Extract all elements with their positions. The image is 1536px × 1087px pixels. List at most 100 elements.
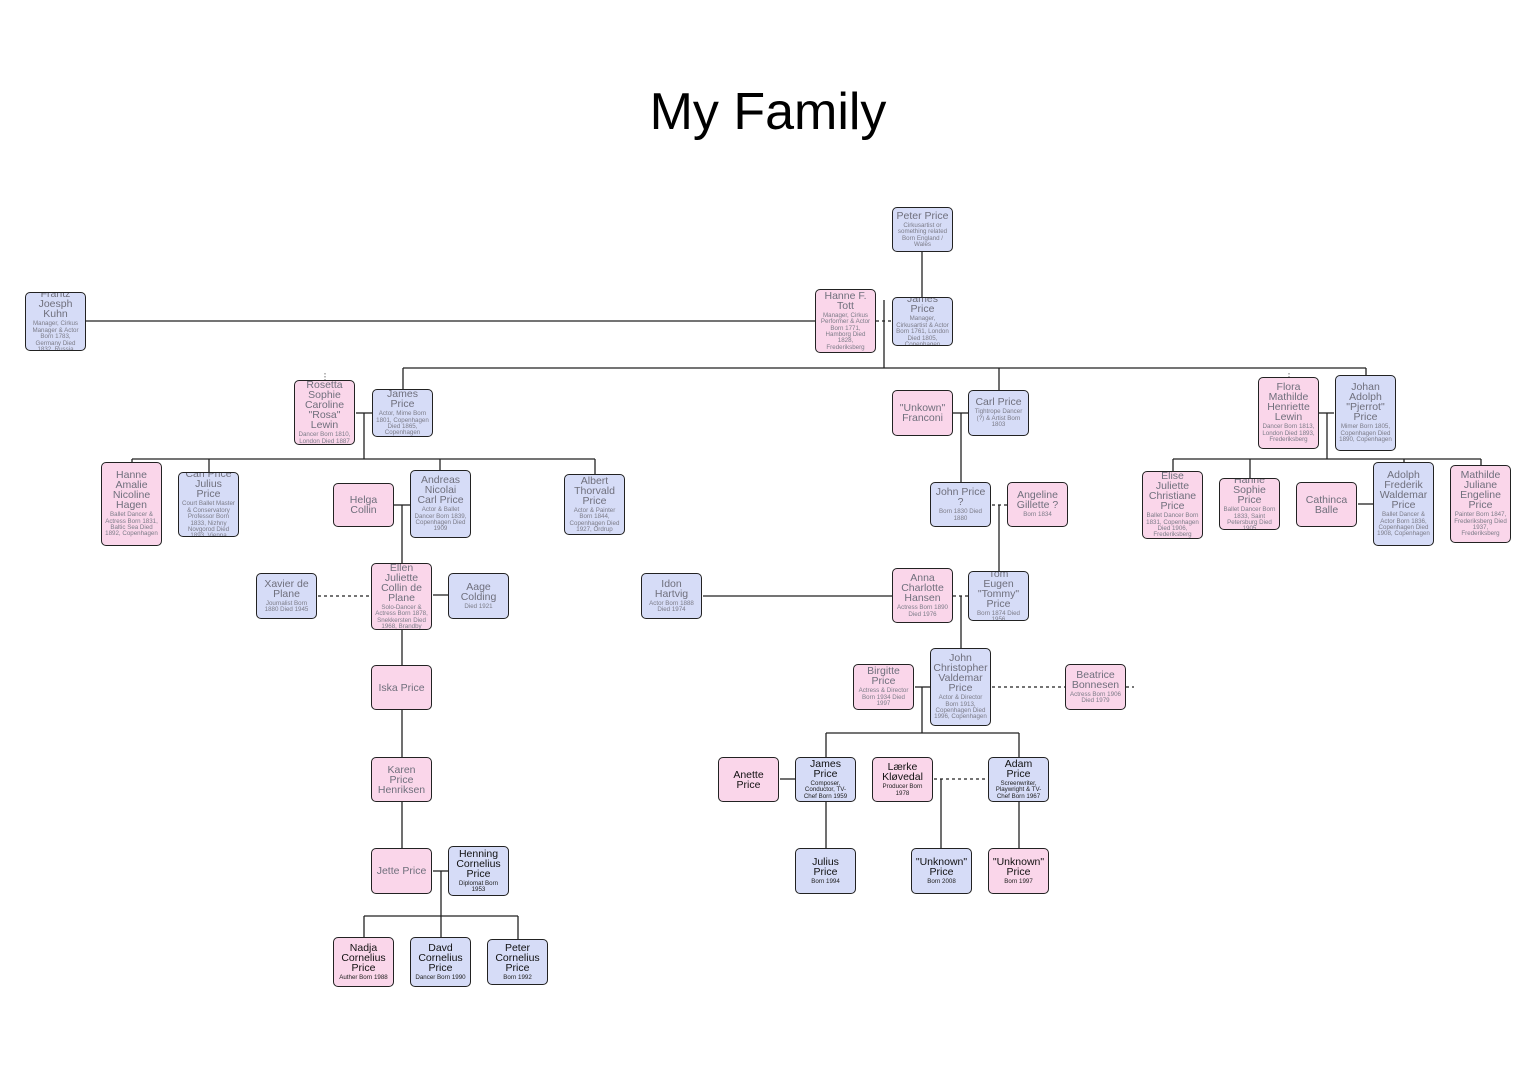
person-name: Cathinca Balle [1305,493,1348,516]
person-name: Iska Price [378,681,425,694]
person-name: Angeline Gillette ? [1016,489,1059,512]
person-name: Peter Cornelius Price [495,941,540,974]
person-details: Born 1874 Died 1956 [977,609,1020,621]
person-name: Idon Hartvig [654,577,689,600]
person-details: Auther Born 1988 [339,973,388,981]
person-details: Tightrope Dancer (?) & Artist Born 1803 [974,408,1023,429]
person-details: Manager, Cirkusartist & Actor Born 1761,… [896,315,949,346]
person-name: James Price [810,757,841,780]
person-details: Born 1830 Died 1880 [939,508,982,522]
person-name: Nadja Cornelius Price [341,941,386,974]
person-box-karen: Karen Price Henriksen [371,757,432,802]
person-details: Actor, Mime Born 1801, Copenhagen Died 1… [376,410,429,437]
person-name: Andreas Nicolai Carl Price [417,474,464,507]
person-details: Dancer Born 1990 [415,973,466,981]
person-details: Dancer Born 1810, London Died 1887 [298,431,351,445]
person-details: Actor & Painter Born 1844, Copenhagen Di… [569,506,620,533]
person-name: Tom Eugen "Tommy" Price [977,571,1020,610]
person-details: Actress & Director Born 1934 Died 1997 [858,687,909,708]
person-details: Born 1997 [1004,877,1033,885]
person-name: Flora Mathilde Henriette Lewin [1267,381,1310,424]
person-name: Adam Price [1004,757,1033,780]
person-details: Actress Born 1906 Died 1979 [1070,690,1121,704]
person-details: Born 2008 [927,877,956,885]
person-name: Hanne Amalie Nicoline Hagen [112,469,151,512]
person-box-helga: Helga Collin [333,483,394,527]
person-details: Dancer Born 1813, London Died 1893, Fred… [1262,423,1315,444]
person-name: Johan Adolph "Pjerrot" Price [1346,381,1385,424]
person-details: Screenwriter, Playwright & TV-Chef Born … [995,779,1042,800]
person-name: Lærke Kløvedal [882,761,923,784]
person-name: Rosetta Sophie Caroline "Rosa" Lewin [304,380,345,432]
person-details: Cirkusartist or something related Born E… [897,221,948,248]
person-name: Carl Price [975,396,1022,409]
person-box-anette: Anette Price [718,757,779,802]
person-box-angeline: Angeline Gillette ?Born 1834 [1007,482,1068,527]
person-details: Born 1992 [503,973,532,981]
person-name: Mathilde Juliane Engeline Price [1460,469,1501,512]
person-name: "Unkown" Franconi [899,402,946,424]
person-box-jette: Jette Price [371,848,432,894]
page-title: My Family [649,83,887,141]
person-name: Xavier de Plane [264,577,309,600]
person-details: Diplomat Born 1953 [458,879,499,893]
person-name: Jette Price [376,865,427,877]
person-name: James Price [907,297,938,316]
person-name: Peter Price [896,209,949,222]
person-name: Adolph Frederik Waldemar Price [1379,469,1428,512]
person-details: Manager, Cirkus Performer & Actor Born 1… [820,311,871,351]
person-details: Ballet Dancer Born 1833, Saint Petersbur… [1223,506,1276,530]
person-name: "Unknown" Price [992,855,1045,878]
person-name: John Christopher Valdemar Price [933,652,988,695]
person-details: Ballet Dancer & Actress Born 1831, Balti… [105,511,158,538]
person-name: Henning Cornelius Price [456,847,501,880]
person-details: Ballet Dancer & Actor Born 1836, Copenha… [1377,511,1430,538]
person-name: Karen Price Henriksen [377,763,426,796]
person-name: Frantz Joesph Kuhn [38,292,73,321]
person-details: Died 1921 [464,602,493,610]
person-details: Manager, Cirkus Manager & Actor Born 178… [32,320,79,351]
person-name: Albert Thorvald Price [574,474,615,507]
person-name: Anette Price [733,768,764,791]
person-name: Aage Colding [460,580,497,603]
person-name: Anna Charlotte Hansen [901,572,944,605]
person-details: Journalist Born 1880 Died 1945 [264,599,309,613]
person-details: Producer Born 1978 [882,783,923,797]
person-name: John Price ? [935,486,986,509]
person-details: Actor Born 1888 Died 1974 [649,599,694,613]
person-details: Actor & Director Born 1913, Copenhagen D… [934,694,987,721]
person-name: Ellen Juliette Collin de Plane [381,563,422,604]
person-name: Birgitte Price [867,665,900,688]
person-name: Helga Collin [349,494,378,516]
person-name: James Price [387,389,418,411]
person-details: Mimer Born 1805, Copenhagen Died 1890, C… [1339,423,1392,444]
person-name: Beatrice Bonnesen [1071,668,1120,691]
